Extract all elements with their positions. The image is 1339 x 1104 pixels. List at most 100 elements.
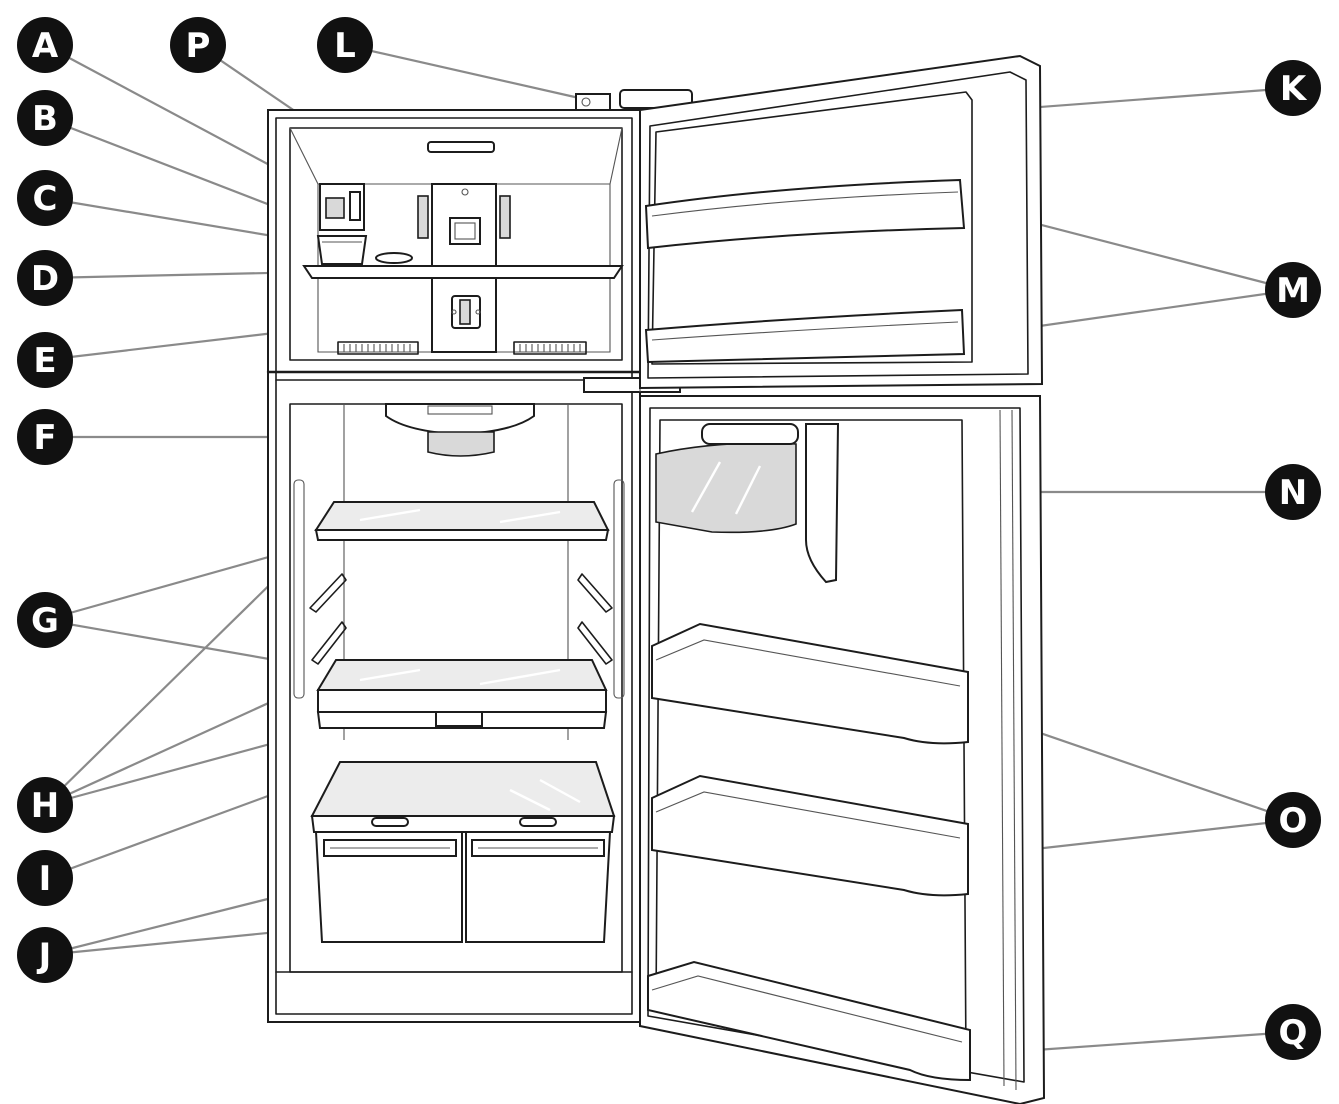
callout-i-circle <box>17 850 73 906</box>
glint-3 <box>359 668 421 682</box>
glass-shelf-lower-edge <box>317 689 607 713</box>
crisper-cover-edge <box>310 815 616 833</box>
glint-5 <box>509 788 551 812</box>
icemaker-switch <box>349 191 361 221</box>
callout-h: H <box>17 777 73 833</box>
door-bin-lower-rim <box>655 791 961 839</box>
door-bin-bottom-rim <box>651 975 963 1043</box>
fresh-food-door-edge-2 <box>1011 409 1017 1091</box>
callout-b: B <box>17 90 73 146</box>
callout-g: G <box>17 592 73 648</box>
callout-l-label: L <box>334 26 356 66</box>
freezer-floor-vents <box>337 341 587 355</box>
callout-n-circle <box>1265 464 1321 520</box>
callout-n-label: N <box>1279 473 1307 513</box>
callout-l-circle <box>317 17 373 73</box>
callout-c-label: C <box>33 179 58 219</box>
dairy-compartment <box>655 442 797 534</box>
glass-shelf-upper-edge <box>314 529 610 541</box>
floor-vent-left <box>337 341 419 355</box>
shelf-support-left-1 <box>309 573 347 613</box>
callout-b-circle <box>17 90 73 146</box>
air-flow-slider <box>459 299 471 325</box>
callout-i-label: I <box>39 859 52 899</box>
freezer-shelf <box>302 265 624 279</box>
callout-k-label: K <box>1280 69 1308 109</box>
control-label <box>427 405 493 415</box>
callout-a-circle <box>17 17 73 73</box>
callout-l: L <box>317 17 373 73</box>
leader-l <box>344 43 589 102</box>
freezer-door-bin-upper <box>644 178 966 250</box>
callout-i: I <box>17 850 73 906</box>
shelf-support-right-2 <box>577 621 613 665</box>
ice-scoop <box>375 252 413 264</box>
glint-7 <box>690 461 722 513</box>
crisper-cover-tab-right <box>519 817 557 827</box>
snack-pan-handle <box>435 711 483 727</box>
freezer-vent-left <box>417 195 429 239</box>
fresh-food-door <box>639 395 1046 1104</box>
callout-f: F <box>17 409 73 465</box>
callout-o-circle <box>1265 792 1321 848</box>
freezer-door-liner <box>651 91 973 365</box>
callout-o-label: O <box>1279 801 1308 841</box>
callout-j: J <box>17 927 73 983</box>
fresh-food-temperature-control <box>427 431 495 457</box>
callout-d-label: D <box>31 259 59 299</box>
fresh-food-side-light-right <box>613 479 625 699</box>
callout-c: C <box>17 170 73 226</box>
leader-h2 <box>44 688 298 807</box>
dairy-door-frame <box>701 423 799 445</box>
callout-q: Q <box>1265 1004 1321 1060</box>
freezer-control-panel-inner <box>454 222 476 240</box>
refrigerator-cabinet <box>266 109 642 1023</box>
model-label <box>575 93 611 111</box>
freezer-corner-tl <box>289 127 319 185</box>
callout-b-label: B <box>32 99 58 139</box>
callout-k-circle <box>1265 60 1321 116</box>
freezer-vent-dot <box>461 188 469 196</box>
callout-e-circle <box>17 332 73 388</box>
glint-8 <box>734 465 762 515</box>
fresh-food-door-gasket <box>647 407 1025 1083</box>
freezer-door-bin-lower-lip <box>651 321 959 341</box>
shelf-support-left-2 <box>311 621 347 665</box>
callout-e: E <box>17 332 73 388</box>
cabinet-inner-frame <box>275 117 633 1015</box>
callout-h-circle <box>17 777 73 833</box>
crisper-cover <box>310 761 616 817</box>
callout-d: D <box>17 250 73 306</box>
freezer-door-bin-lower <box>644 308 966 364</box>
floor-vent-slats <box>343 344 581 352</box>
air-flow-knob-l <box>451 309 457 315</box>
fresh-food-side-light-left <box>293 479 305 699</box>
callout-j-circle <box>17 927 73 983</box>
freezer-light <box>427 141 495 153</box>
callout-p-circle <box>170 17 226 73</box>
freezer-vent-right <box>499 195 511 239</box>
callout-q-label: Q <box>1279 1013 1308 1053</box>
callout-h-label: H <box>31 786 59 826</box>
crisper-drawer-left <box>314 831 463 943</box>
callout-g-label: G <box>31 601 59 641</box>
callout-c-circle <box>17 170 73 226</box>
callout-m-label: M <box>1276 271 1310 311</box>
door-bin-upper-rim <box>655 639 961 687</box>
glint-1 <box>359 508 421 522</box>
door-side-flap <box>805 423 840 584</box>
refrigerator-doors <box>575 54 1046 1104</box>
callout-k: K <box>1265 60 1321 116</box>
callout-a: A <box>17 17 73 73</box>
glass-shelf-lower <box>316 659 608 691</box>
model-label-icon <box>581 97 591 107</box>
callout-j-label: J <box>37 936 52 976</box>
glint-2 <box>499 510 561 524</box>
door-bin-upper <box>651 622 969 745</box>
callout-p-label: P <box>186 26 211 66</box>
callout-p: P <box>170 17 226 73</box>
air-flow-knob-r <box>475 309 481 315</box>
callout-q-circle <box>1265 1004 1321 1060</box>
ice-bin <box>316 235 368 265</box>
